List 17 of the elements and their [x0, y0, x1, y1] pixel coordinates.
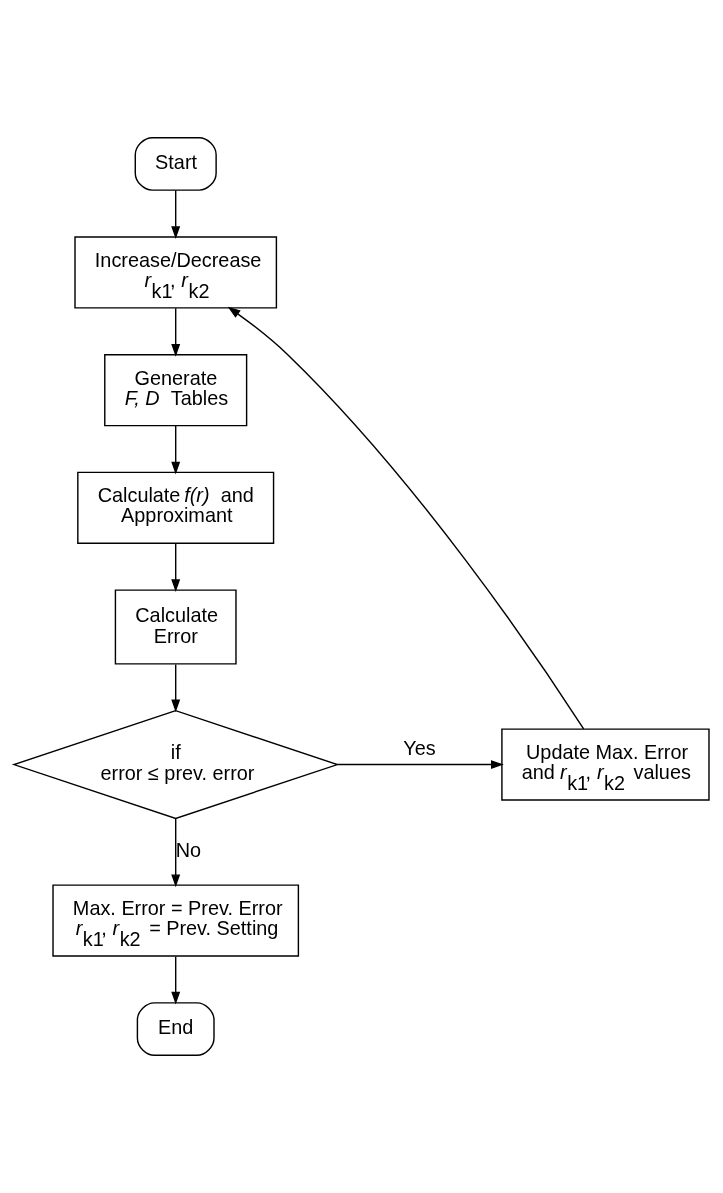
arrow — [171, 189, 181, 240]
edge-label: No — [175, 839, 202, 862]
node-box: Calculate f(r) and Approximant — [77, 471, 275, 544]
arrow — [171, 425, 181, 475]
arrow — [171, 818, 181, 888]
arrow — [227, 306, 585, 730]
node-box: Calculate Error — [114, 589, 237, 665]
node-box: Generate F, D Tables — [104, 353, 248, 427]
node-box: End — [136, 1002, 215, 1057]
node-box: Start — [134, 136, 217, 191]
arrow — [171, 542, 181, 593]
arrow — [171, 663, 181, 713]
arrow — [336, 760, 504, 770]
arrow — [171, 955, 181, 1005]
edge-label: Yes — [403, 736, 436, 759]
arrow — [171, 307, 181, 357]
node-diamond: if error ≤ prev. error — [11, 709, 340, 820]
